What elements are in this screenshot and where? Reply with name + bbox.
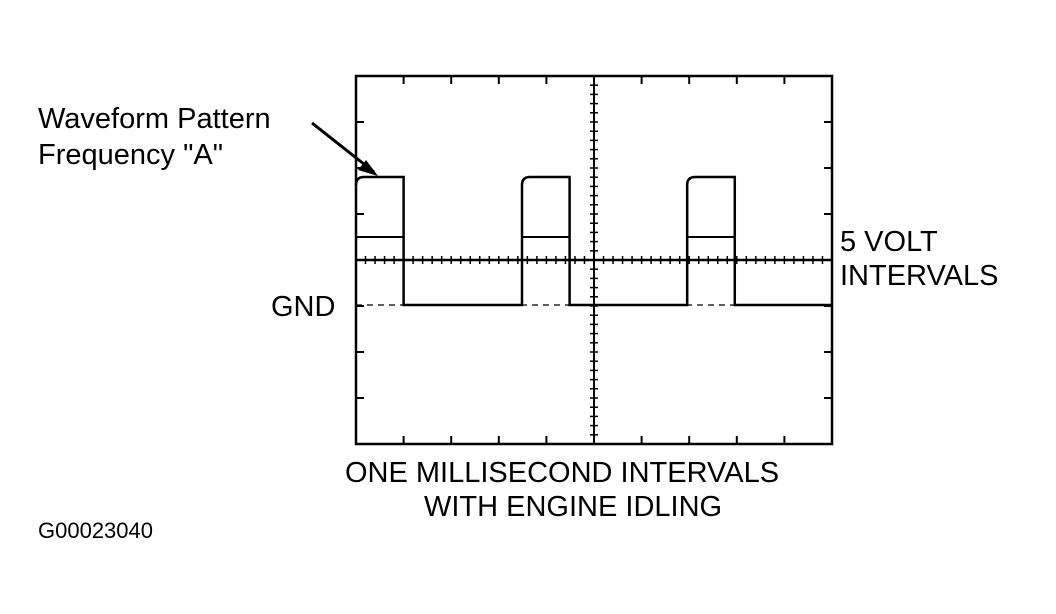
figure-id: G00023040 <box>38 518 153 543</box>
callout-line2: Frequency "A" <box>38 139 224 171</box>
callout-arrowhead-icon <box>358 160 378 176</box>
waveform-trace <box>354 175 832 307</box>
volt-interval-label-1: 5 VOLT <box>840 226 938 258</box>
time-interval-label-1: ONE MILLISECOND INTERVALS <box>345 457 780 489</box>
square-wave <box>354 175 832 307</box>
callout-line1: Waveform Pattern <box>38 103 271 135</box>
scope-grid <box>354 74 834 446</box>
volt-interval-label-2: INTERVALS <box>840 260 999 292</box>
time-interval-label-2: WITH ENGINE IDLING <box>424 491 723 523</box>
gnd-label: GND <box>271 291 336 323</box>
